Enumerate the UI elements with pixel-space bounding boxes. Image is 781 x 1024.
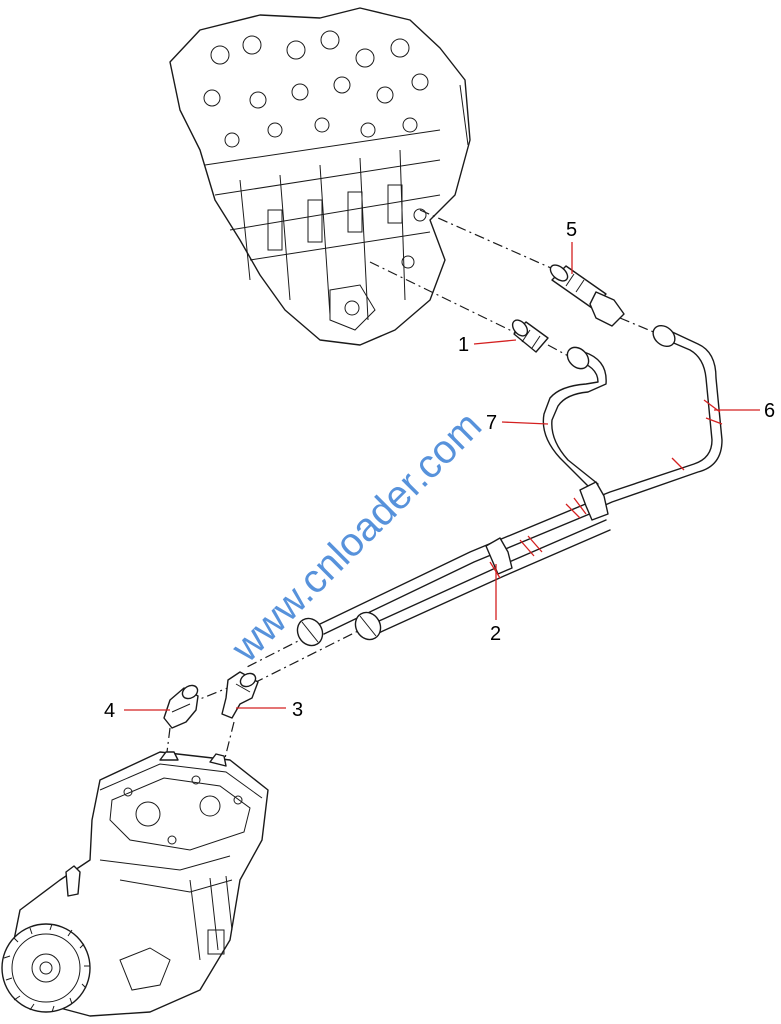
engine-cylinder-head bbox=[169, 7, 471, 346]
callout-2: 2 bbox=[490, 623, 501, 645]
part-7-steel-line bbox=[542, 346, 607, 489]
part-6-steel-line bbox=[589, 324, 723, 511]
callout-5: 5 bbox=[566, 219, 577, 241]
part-4-elbow-fitting bbox=[163, 684, 199, 729]
part-5-union-fitting bbox=[549, 264, 625, 327]
air-compressor bbox=[1, 751, 269, 1017]
callout-3: 3 bbox=[292, 699, 303, 721]
callout-1: 1 bbox=[458, 334, 469, 356]
callout-6: 6 bbox=[764, 400, 775, 422]
callout-leaders bbox=[124, 242, 760, 711]
callout-7: 7 bbox=[486, 412, 497, 434]
part-1-connector-fitting bbox=[511, 319, 549, 353]
part-3-elbow-fitting bbox=[221, 671, 259, 719]
part-2-pipe-bundle bbox=[296, 481, 611, 647]
callout-4: 4 bbox=[104, 700, 115, 722]
red-pipe-markers bbox=[489, 399, 723, 579]
